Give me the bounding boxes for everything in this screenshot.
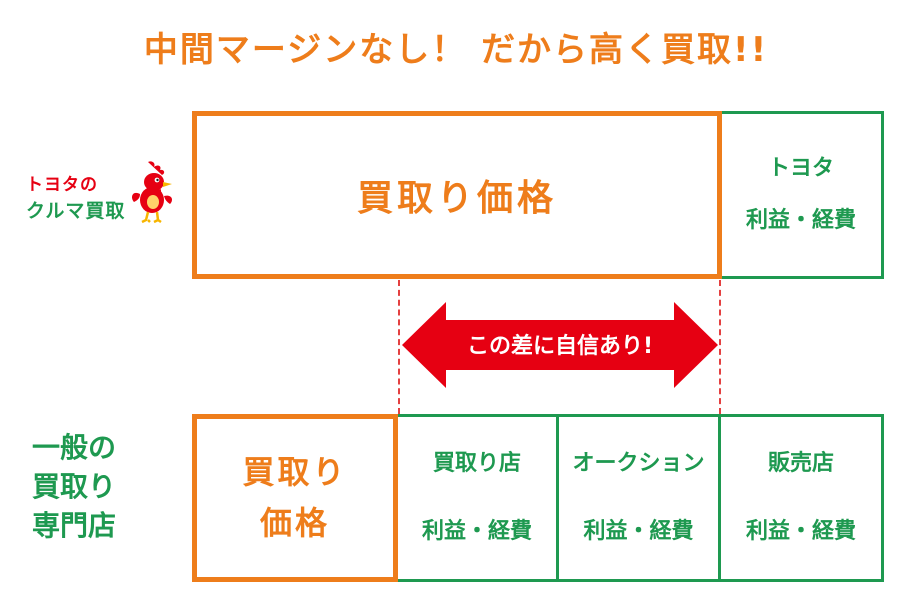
toyota-margin-box: トヨタ 利益・経費 [718,111,884,279]
arrow-label: この差に自信あり! [467,333,653,359]
toyota-price-box: 買取り価格 [192,111,722,279]
cell-auction-detail: 利益・経費 [583,519,694,544]
general-label-line-1: 一般の [32,431,117,464]
cell-dealer-margin: 販売店 利益・経費 [718,414,884,582]
cell-buyer-detail: 利益・経費 [421,519,532,544]
headline: 中間マージンなし！ だから高く買取!! [143,30,769,70]
rooster-mascot-icon [132,161,172,224]
general-price-line-2: 価格 [259,504,330,542]
general-label-line-2: 買取り [32,470,117,504]
cell-buyer-title: 買取り店 [432,450,521,476]
guide-line-right [719,280,721,414]
cell-auction-margin: オークション 利益・経費 [556,414,721,582]
general-price-box: 買取り 価格 [192,414,398,582]
toyota-margin-detail: 利益・経費 [745,208,856,233]
toyota-price-label: 買取り価格 [356,178,557,219]
double-arrow-icon [402,302,718,388]
guide-line-left [398,280,400,414]
general-shop-label: 一般の 買取り 専門店 [32,428,172,546]
logo-line-2: クルマ買取 [26,200,126,222]
cell-auction-title: オークション [572,450,705,476]
cell-dealer-title: 販売店 [767,450,834,476]
cell-buyer-margin: 買取り店 利益・経費 [395,414,559,582]
difference-arrow: この差に自信あり! [402,302,718,388]
general-label-line-3: 専門店 [32,509,117,543]
general-price-line-1: 買取り [242,452,348,491]
toyota-logo: トヨタの クルマ買取 [26,161,176,238]
toyota-margin-title: トヨタ [767,155,834,181]
cell-dealer-detail: 利益・経費 [745,519,856,544]
logo-line-1: トヨタの [26,175,98,195]
